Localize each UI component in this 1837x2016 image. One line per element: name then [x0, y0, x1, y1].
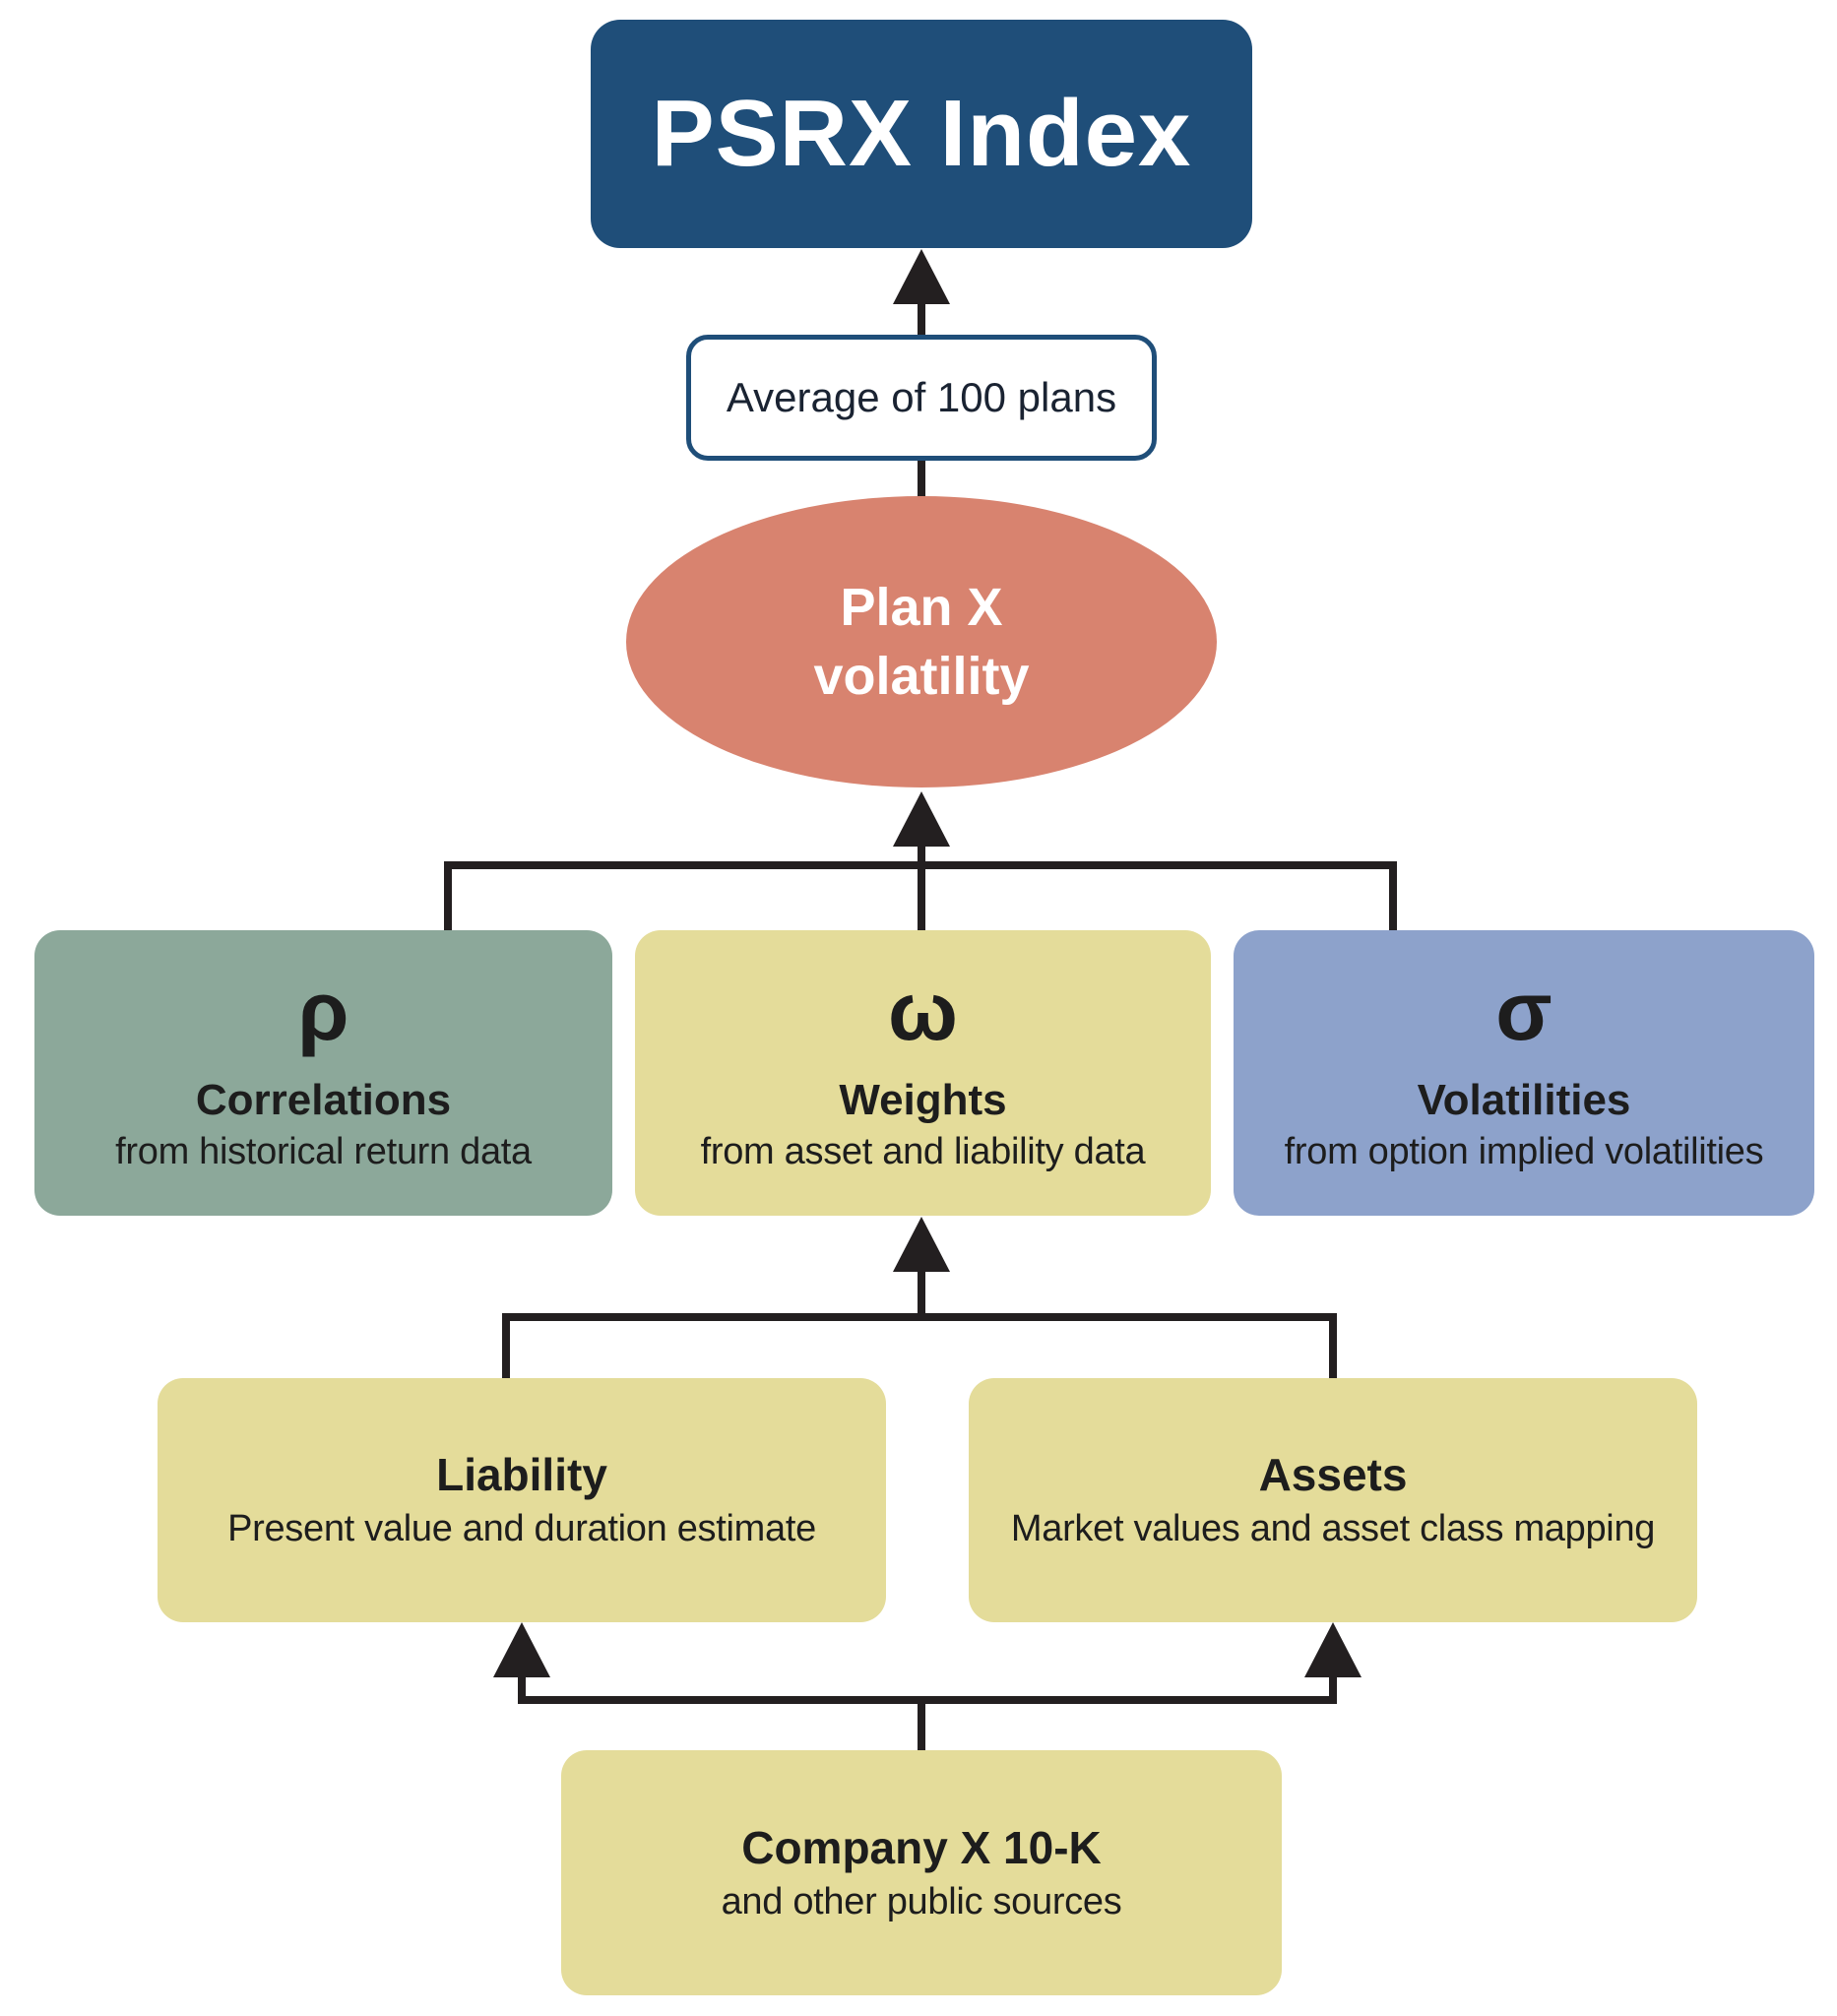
- factor-title: Volatilities: [1417, 1075, 1631, 1124]
- arrow-up-icon: [493, 1622, 550, 1677]
- plan-volatility-label: Plan X volatility: [813, 577, 1030, 706]
- factor-title: Correlations: [195, 1075, 452, 1124]
- input-title: Liability: [436, 1449, 607, 1501]
- factor-volatilities-node: σ Volatilities from option implied volat…: [1234, 930, 1814, 1216]
- input-liability-node: Liability Present value and duration est…: [158, 1378, 886, 1622]
- sigma-symbol: σ: [1495, 964, 1552, 1057]
- factor-weights-node: ω Weights from asset and liability data: [635, 930, 1211, 1216]
- factor-description: from asset and liability data: [700, 1130, 1146, 1172]
- input-description: Present value and duration estimate: [227, 1508, 816, 1550]
- arrow-inputs-to-weights: [502, 1217, 1337, 1380]
- factor-description: from option implied volatilities: [1284, 1130, 1764, 1172]
- factor-title: Weights: [839, 1075, 1007, 1124]
- factor-correlations-node: ρ Correlations from historical return da…: [34, 930, 612, 1216]
- arrow-source-to-inputs: [493, 1622, 1362, 1752]
- arrow-up-icon: [1304, 1622, 1362, 1677]
- source-title: Company X 10-K: [741, 1821, 1102, 1873]
- arrow-factors-to-ellipse: [444, 791, 1397, 932]
- arrow-up-icon: [893, 791, 950, 847]
- psrx-index-node: PSRX Index: [591, 20, 1252, 248]
- psrx-index-label: PSRX Index: [651, 81, 1192, 186]
- arrow-up-icon: [893, 1217, 950, 1272]
- factor-description: from historical return data: [115, 1130, 532, 1172]
- average-of-plans-node: Average of 100 plans: [686, 335, 1157, 461]
- plan-volatility-ellipse: Plan X volatility: [626, 496, 1217, 788]
- omega-symbol: ω: [888, 964, 958, 1057]
- average-of-plans-label: Average of 100 plans: [726, 374, 1117, 420]
- input-description: Market values and asset class mapping: [1010, 1508, 1656, 1550]
- rho-symbol: ρ: [297, 964, 349, 1057]
- source-description: and other public sources: [721, 1880, 1122, 1922]
- input-assets-node: Assets Market values and asset class map…: [969, 1378, 1697, 1622]
- arrow-average-to-psrx: [893, 249, 950, 337]
- arrow-up-icon: [893, 249, 950, 304]
- source-company-10k-node: Company X 10-K and other public sources: [561, 1750, 1282, 1995]
- input-title: Assets: [1258, 1449, 1408, 1501]
